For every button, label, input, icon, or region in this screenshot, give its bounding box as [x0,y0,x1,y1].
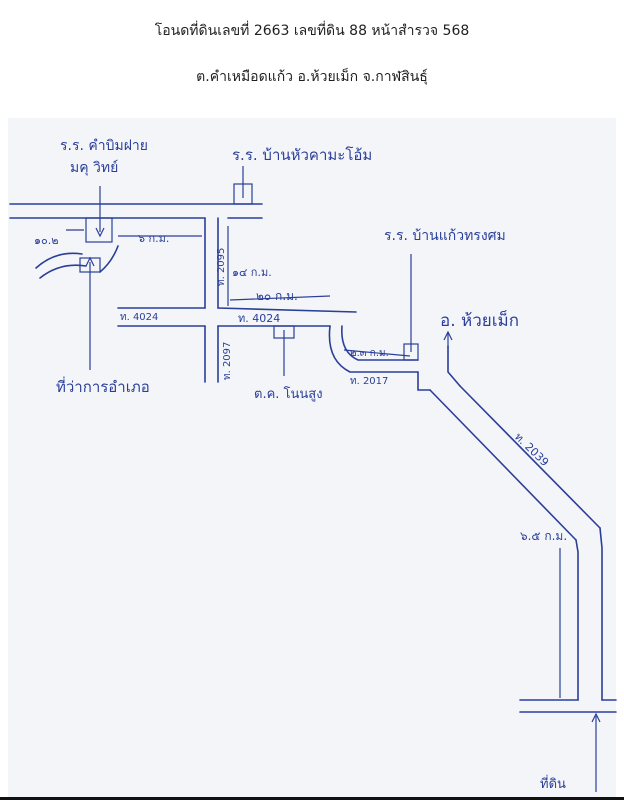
arrow-head [591,712,601,723]
label-school-right: ร.ร. บ้านแก้วทรงศม [384,228,506,244]
arrow-head [95,227,105,238]
label-dist-mid: ๒๐ ก.ม. [256,289,298,303]
label-school-top-center: ร.ร. บ้านหัวคามะโอ้ม [232,146,372,164]
label-road-2097: ท. 2097 [222,342,233,380]
label-dist-vert: ๑๔ ก.ม. [232,266,272,279]
road-south-right [599,527,603,701]
map-scan-area [8,118,616,798]
arrow-head [85,256,95,267]
label-nonsung: ต.ค. โนนสูง [254,386,323,402]
label-road-4024-left: ท. 4024 [120,312,158,323]
deed-title: โอนดที่ดินเลขที่ 2663 เลขที่ดิน 88 หน้าส… [154,23,470,39]
distance-arrow-right [343,349,411,357]
label-road-2017: ท. 2017 [350,376,388,387]
label-dist-left: ๑๐.๒ [34,234,58,247]
scan-bottom-edge [0,797,624,800]
label-road-4024-mid: ท. 4024 [238,312,280,325]
school-box-top-left [85,217,113,243]
junction-right [447,345,461,387]
road-2039-right-edge [459,385,601,529]
label-dist-right: ๒.๓ ก.ม. [350,348,389,359]
road-left-curve-3 [99,245,119,273]
label-dist-lower-right: ๖.๕ ก.ม. [520,529,567,543]
road-left-curve-1 [35,252,83,269]
label-district-office: ที่ว่าการอำเภอ [56,376,150,396]
label-road-2095: ท. 2095 [216,248,227,286]
location-subtitle: ต.คำเหมือดแก้ว อ.ห้วยเม็ก จ.กาฬสินธุ์ [196,69,428,85]
road-2017-outer [341,325,419,361]
road-south-left [575,539,579,701]
road-2039-left-edge [429,389,577,541]
label-parcel: ที่ดิน [540,775,566,792]
label-district-right: อ. ห้วยเม็ก [440,309,519,331]
junction-left [417,371,431,391]
label-dist-top-mid: ๖ ก.ม. [138,232,169,245]
distance-arrow-mid [229,295,331,301]
road-4024-upper [217,307,357,313]
label-school-top-left-2: มคุ วิทย์ [70,159,118,176]
road-left-curve-2 [39,264,87,279]
label-road-2039: ท. 2039 [512,430,551,469]
road-2017-inner [328,325,419,373]
label-school-top-left-1: ร.ร. คำบิมฝาย [60,138,148,154]
